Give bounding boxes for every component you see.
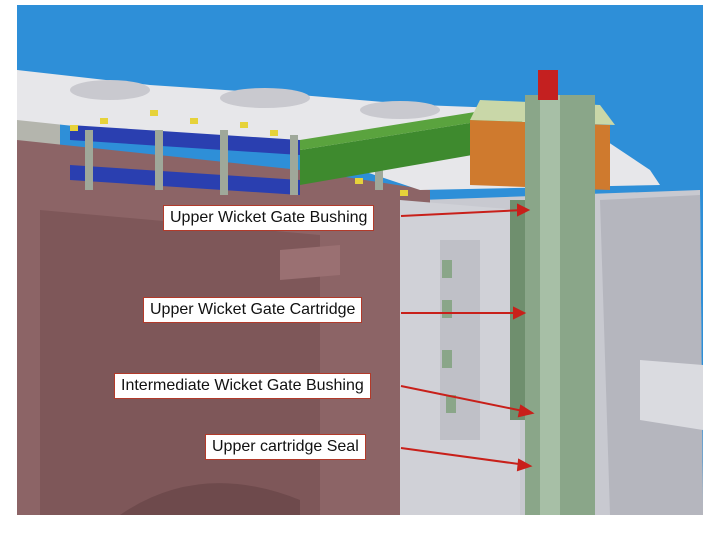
leader-upper-bushing [400, 209, 525, 217]
maroon-inner-panel [40, 210, 320, 515]
label-intermediate-wicket-gate-bushing: Intermediate Wicket Gate Bushing [114, 373, 371, 399]
maroon-step [280, 245, 340, 280]
leader-intermediate-bushing [400, 385, 529, 413]
stem-cap [538, 70, 558, 100]
gate-stem-highlight [540, 95, 560, 515]
label-upper-wicket-gate-cartridge: Upper Wicket Gate Cartridge [143, 297, 363, 323]
plate-hole-3 [360, 101, 440, 119]
leader-upper-seal [400, 447, 527, 466]
plate-hole-1 [70, 80, 150, 100]
green-lever-top [300, 108, 520, 150]
plate-hole-2 [220, 88, 310, 108]
support-tab-3 [442, 350, 452, 368]
support-tab-2 [442, 300, 452, 318]
yellow-bolts [70, 110, 408, 196]
support-tab-4 [446, 395, 456, 413]
upper-blue-ring [70, 125, 300, 195]
right-ledge [640, 360, 703, 430]
right-housing-shade [600, 195, 703, 515]
support-tab-1 [442, 260, 452, 278]
label-upper-wicket-gate-bushing: Upper Wicket Gate Bushing [163, 205, 375, 231]
label-upper-cartridge-seal: Upper cartridge Seal [205, 434, 366, 460]
leader-arrows [400, 203, 535, 472]
maroon-arc [120, 483, 300, 515]
